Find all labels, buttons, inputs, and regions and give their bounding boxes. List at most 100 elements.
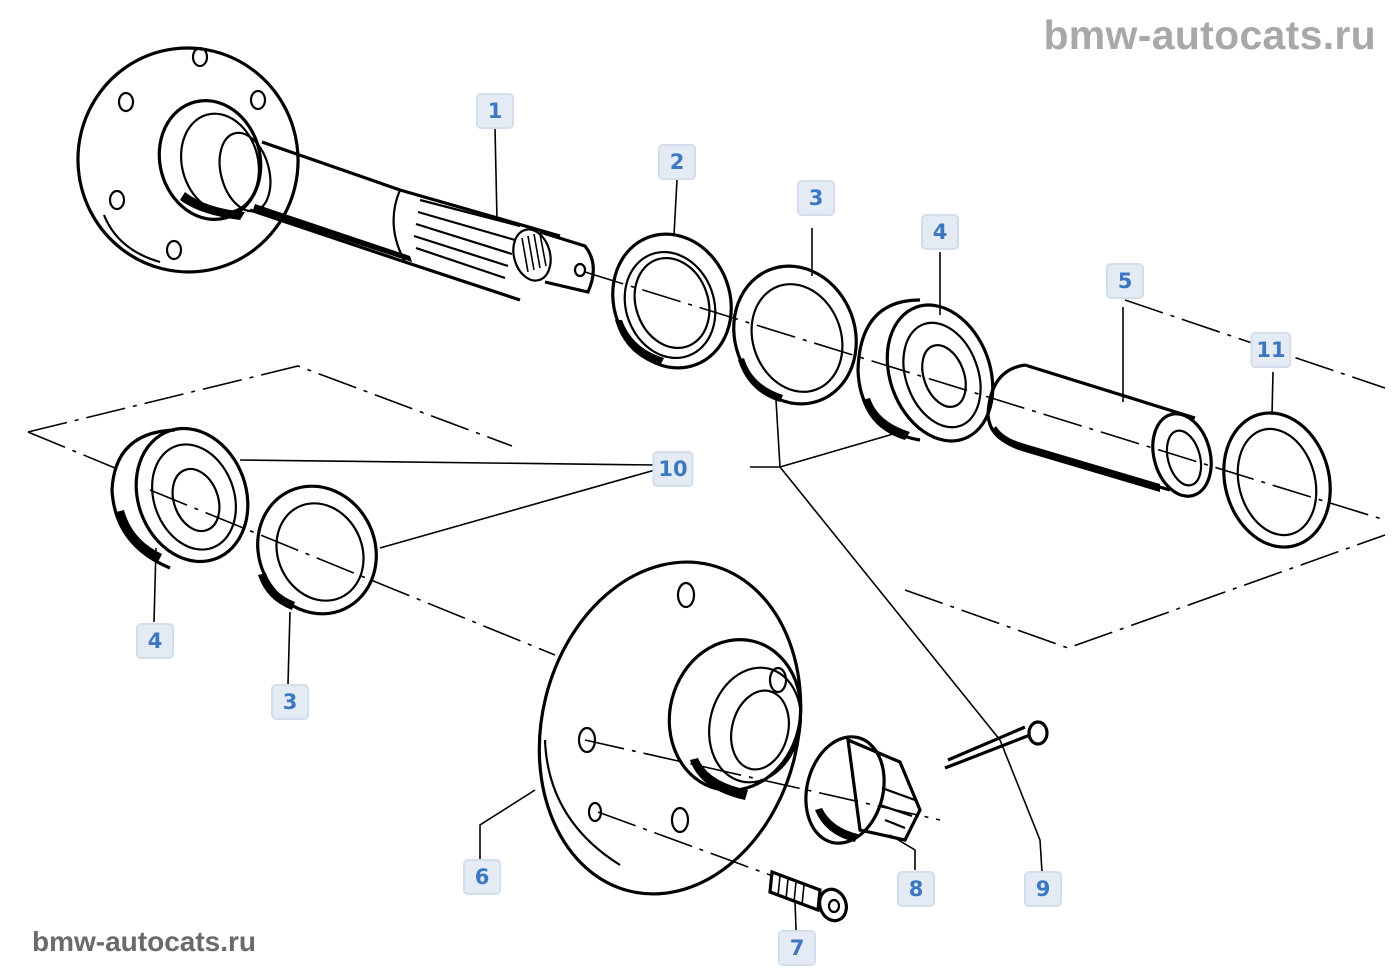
shim-outer [1222,411,1332,549]
bearing-cage [902,321,982,429]
hub-splined-bore [730,689,790,771]
reference-plane-left [27,365,513,447]
leader-2 [673,179,678,236]
leader-4b [153,547,157,623]
pin-leg [944,733,1031,770]
hub-inner [708,666,802,784]
hub-shadow [180,192,245,220]
seal-inner [623,250,717,360]
ring-outer [732,264,858,406]
hub-collar [157,99,263,221]
callout-4-ball-bearing[interactable]: 4 [921,214,959,250]
ring-inner [750,283,844,393]
sleeve-shadow [992,426,1160,492]
callout-7-bolt[interactable]: 7 [778,930,816,966]
nut-washer [804,735,886,845]
reference-plane-right [904,534,1386,649]
leader-lines [153,127,1274,931]
shaft-seal-drawing [611,232,733,370]
spline-teeth [413,198,521,280]
bearing-shadow [116,510,162,562]
bolt-drawing [768,869,848,923]
ring-shadow [738,358,783,402]
watermark-bottom: bmw-autocats.ru [32,926,257,957]
hub-shadow [690,758,748,800]
shaft-bottom-edge [249,208,521,302]
pin-eye [1027,720,1049,746]
lower-axis [149,489,556,656]
watermark-top: bmw-autocats.ru [1043,12,1376,58]
sleeve-bore [1165,429,1203,487]
reference-plane-left-edge [27,431,116,469]
cotter-pin-drawing [944,720,1049,770]
spacer-sleeve-drawing [986,363,1213,498]
flange-edge [102,214,161,264]
callout-10-bearing-seal-set[interactable]: 10 [652,451,694,487]
shaft-shadow [253,204,412,262]
thread-end [539,230,595,294]
sleeve-end [1151,412,1213,498]
drive-flange-drawing [537,560,803,896]
nut-shadow [815,808,858,842]
bolt-axis [597,811,771,876]
thread-start [512,228,552,282]
center-hole [573,262,587,278]
bearing-bore [171,467,221,533]
bearing-shadow [862,398,910,440]
axle-shaft-drawing [76,46,595,302]
pin-leg [947,725,1026,762]
flange-hole [768,666,788,694]
ball-bearing-lower-drawing [110,426,250,570]
castle-nut-drawing [804,735,922,845]
flange-hole [165,239,183,261]
flange-hole [676,581,696,609]
nut-castellations [879,786,916,830]
shim-ring-drawing [1222,411,1332,549]
callout-2-shaft-seal[interactable]: 2 [658,144,696,180]
callout-6-drive-flange[interactable]: 6 [463,859,501,895]
callout-9-cotter-pin[interactable]: 9 [1024,871,1062,907]
ring-outer [256,484,378,616]
seal-ring-upper-drawing [732,264,858,406]
ball-bearing-upper-drawing [856,298,995,443]
callout-1-axle-shaft[interactable]: 1 [476,93,514,129]
sleeve-top [1024,363,1196,420]
flange-hole [577,726,597,754]
callout-11-shim-ring[interactable]: 11 [1250,332,1292,368]
flange-hole [117,91,135,113]
ring-shadow [258,573,295,610]
bearing-face [134,426,250,564]
flange-disc [76,46,300,274]
sleeve-body [986,363,1171,492]
flange-hole [587,801,603,823]
leader-6 [479,789,536,860]
flange-hole [249,89,267,111]
bearing-cage [151,443,237,551]
ring-inner [275,502,365,602]
bolt-head [818,887,848,923]
seal-shadow [615,320,664,366]
bearing-face [885,303,995,443]
bolt-thread-lines [777,875,805,906]
seal-lip [633,256,711,350]
bearing-bore [921,344,967,408]
callout-8-castle-nut[interactable]: 8 [897,871,935,907]
thread-lines [521,233,547,273]
leader-3b [287,611,291,685]
flange-hole [191,46,209,68]
bolt-thread [768,869,822,913]
flange-hole [108,189,126,211]
flange-disc [537,560,803,896]
callout-5-spacer-sleeve[interactable]: 5 [1106,263,1144,299]
flange-hole [670,806,690,834]
bolt-socket [827,898,841,914]
callout-3-seal-ring[interactable]: 3 [797,180,835,216]
callout-3-seal-ring-lower[interactable]: 3 [271,684,309,720]
callout-4-ball-bearing-lower[interactable]: 4 [136,623,174,659]
leader-8 [889,834,916,870]
leader-11 [1271,371,1274,416]
seal-ring-lower-drawing [256,484,378,616]
flange-rim [543,739,621,866]
